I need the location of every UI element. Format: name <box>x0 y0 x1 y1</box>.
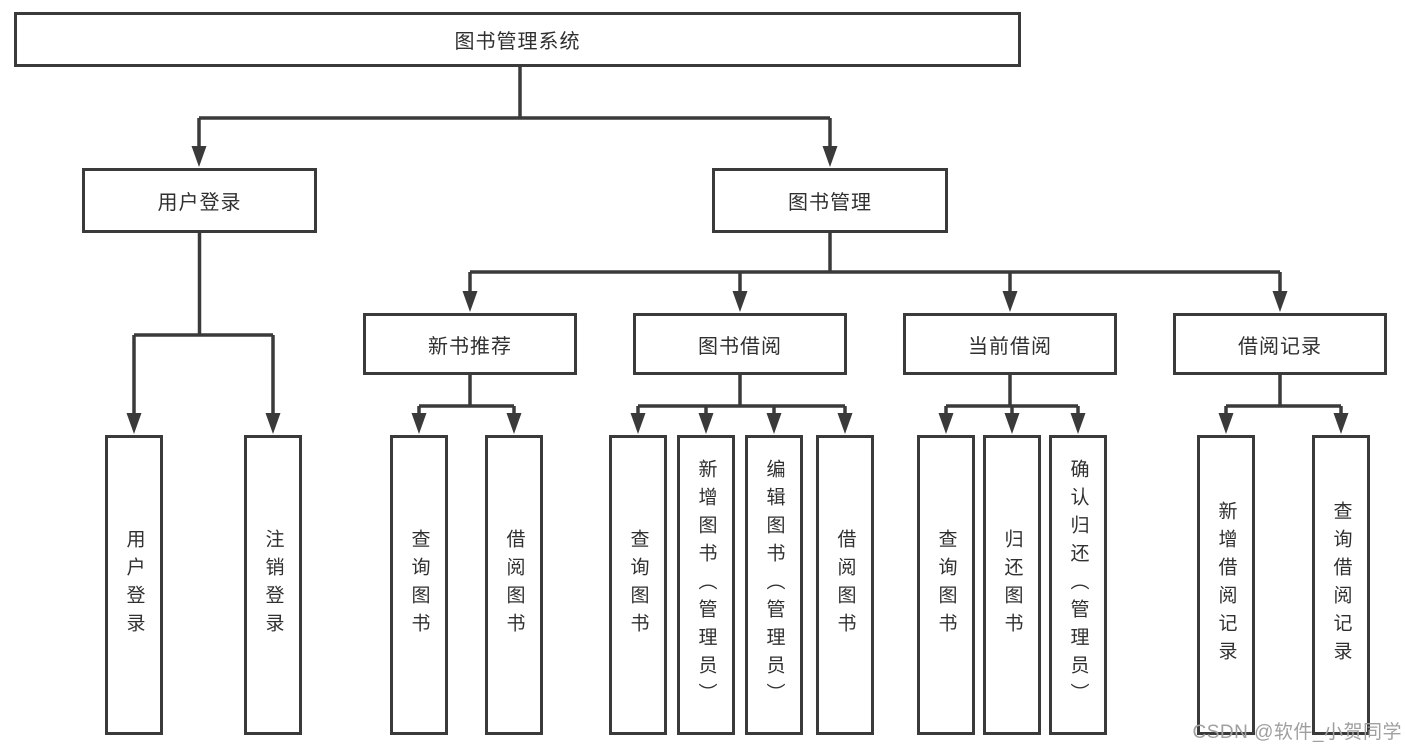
node-label: 用户登录 <box>157 192 242 214</box>
node-label: 当前借阅 <box>968 335 1052 358</box>
leaf-newbook-borrow-books: 借阅图书 <box>485 435 543 735</box>
node-current-borrowing: 当前借阅 <box>903 313 1117 375</box>
node-label: 图书管理系统 <box>454 31 581 53</box>
leaf-records-query-record: 查询借阅记录 <box>1312 435 1370 735</box>
node-borrowing-records: 借阅记录 <box>1173 313 1387 375</box>
node-label: 归还图书 <box>1001 529 1023 641</box>
node-label: 用户登录 <box>123 529 145 641</box>
node-label: 新增借阅记录 <box>1215 501 1237 669</box>
node-new-book-recommendation: 新书推荐 <box>363 313 577 375</box>
node-book-management: 图书管理 <box>712 168 948 233</box>
leaf-newbook-query-books: 查询图书 <box>390 435 448 735</box>
leaf-borrow-edit-books-admin: 编辑图书（管理员） <box>745 435 803 735</box>
leaf-borrow-borrow-books: 借阅图书 <box>816 435 874 735</box>
node-user-login: 用户登录 <box>82 168 317 233</box>
csdn-watermark: CSDN @软件_小贺同学 <box>1192 722 1402 743</box>
node-label: 查询图书 <box>408 529 430 641</box>
leaf-current-return-books: 归还图书 <box>983 435 1041 735</box>
arrowheads <box>126 146 1349 434</box>
node-label: 借阅图书 <box>834 529 856 641</box>
leaf-borrow-query-books: 查询图书 <box>609 435 667 735</box>
node-label: 图书借阅 <box>698 335 782 358</box>
node-label: 借阅图书 <box>503 529 525 641</box>
node-label: 查询图书 <box>935 529 957 641</box>
node-label: 新增图书（管理员） <box>695 459 717 711</box>
node-label: 编辑图书（管理员） <box>763 459 785 711</box>
node-book-borrowing: 图书借阅 <box>633 313 847 375</box>
node-label: 查询借阅记录 <box>1330 501 1352 669</box>
node-library-management-system: 图书管理系统 <box>14 12 1021 67</box>
leaf-logout: 注销登录 <box>244 435 302 735</box>
leaf-borrow-add-books-admin: 新增图书（管理员） <box>677 435 735 735</box>
node-label: 借阅记录 <box>1238 335 1322 358</box>
leaf-current-confirm-return-admin: 确认归还（管理员） <box>1049 435 1107 735</box>
node-label: 图书管理 <box>788 192 872 214</box>
node-label: 查询图书 <box>627 529 649 641</box>
leaf-records-add-record: 新增借阅记录 <box>1197 435 1255 735</box>
leaf-current-query-books: 查询图书 <box>917 435 975 735</box>
node-label: 新书推荐 <box>428 335 512 358</box>
leaf-user-login: 用户登录 <box>105 435 163 735</box>
node-label: 确认归还（管理员） <box>1067 459 1089 711</box>
node-label: 注销登录 <box>262 529 284 641</box>
